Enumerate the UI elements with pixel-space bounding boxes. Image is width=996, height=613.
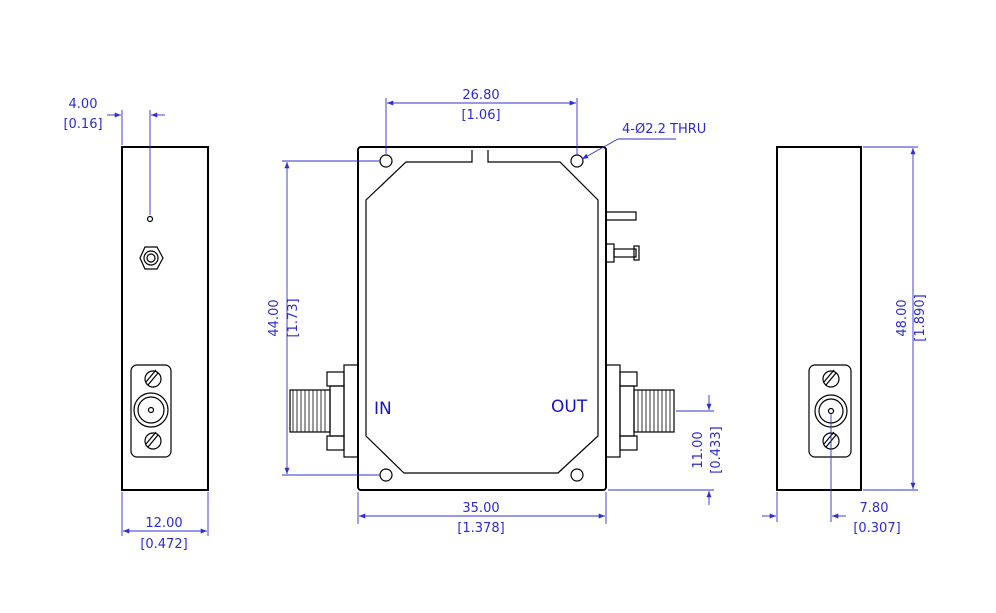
in-connector: IN <box>289 364 392 458</box>
left-hex-connector <box>139 246 164 270</box>
hole-spacing-inch: [1.06] <box>461 108 500 123</box>
right-body-outline <box>776 146 862 491</box>
out-connector: OUT <box>551 364 675 458</box>
right-offset-inch: [0.307] <box>853 521 900 536</box>
left-pin <box>146 215 154 223</box>
right-height-value: 48.00 <box>895 299 910 336</box>
hole-note: 4-Ø2.2 THRU <box>622 122 706 137</box>
mounting-hole-bottom-right <box>570 468 584 482</box>
hole-spacing-dimension: 26.80 [1.06] <box>385 88 578 155</box>
left-width-inch: [0.472] <box>140 537 187 552</box>
left-offset-value: 4.00 <box>69 97 98 112</box>
in-label: IN <box>374 399 392 419</box>
front-height-dimension: 44.00 [1.73] <box>267 160 380 476</box>
left-width-dimension: 12.00 [0.472] <box>121 492 209 552</box>
front-body-outline <box>357 146 607 491</box>
left-body-outline <box>121 146 209 491</box>
front-height-value: 44.00 <box>267 299 282 336</box>
hole-note-leader: 4-Ø2.2 THRU <box>581 122 706 160</box>
right-side-view: 48.00 [1.890] 7.80 [0.307] <box>762 146 928 536</box>
right-offset-value: 7.80 <box>860 501 889 516</box>
front-view: IN OUT 26.80 [1.06] <box>267 88 724 536</box>
front-width-inch: [1.378] <box>457 521 504 536</box>
front-height-inch: [1.73] <box>286 298 301 337</box>
left-side-view: 4.00 [0.16] 12.00 [0.472] <box>63 97 209 552</box>
out-label: OUT <box>551 397 588 417</box>
side-pin-stubs <box>605 211 640 263</box>
left-offset-dimension: 4.00 [0.16] <box>63 97 165 215</box>
hole-spacing-value: 26.80 <box>462 88 499 103</box>
front-width-value: 35.00 <box>462 501 499 516</box>
front-cover-outline <box>365 150 599 474</box>
right-offset-dimension: 7.80 [0.307] <box>762 414 901 536</box>
right-height-inch: [1.890] <box>913 294 928 341</box>
connector-height-value: 11.00 <box>691 431 706 468</box>
connector-height-inch: [0.433] <box>709 426 724 473</box>
connector-height-dimension: 11.00 [0.433] <box>608 395 724 505</box>
right-height-dimension: 48.00 [1.890] <box>863 146 928 491</box>
left-flange-connector <box>130 364 172 458</box>
left-width-value: 12.00 <box>145 516 182 531</box>
left-offset-inch: [0.16] <box>63 117 102 132</box>
front-width-dimension: 35.00 [1.378] <box>357 492 607 536</box>
